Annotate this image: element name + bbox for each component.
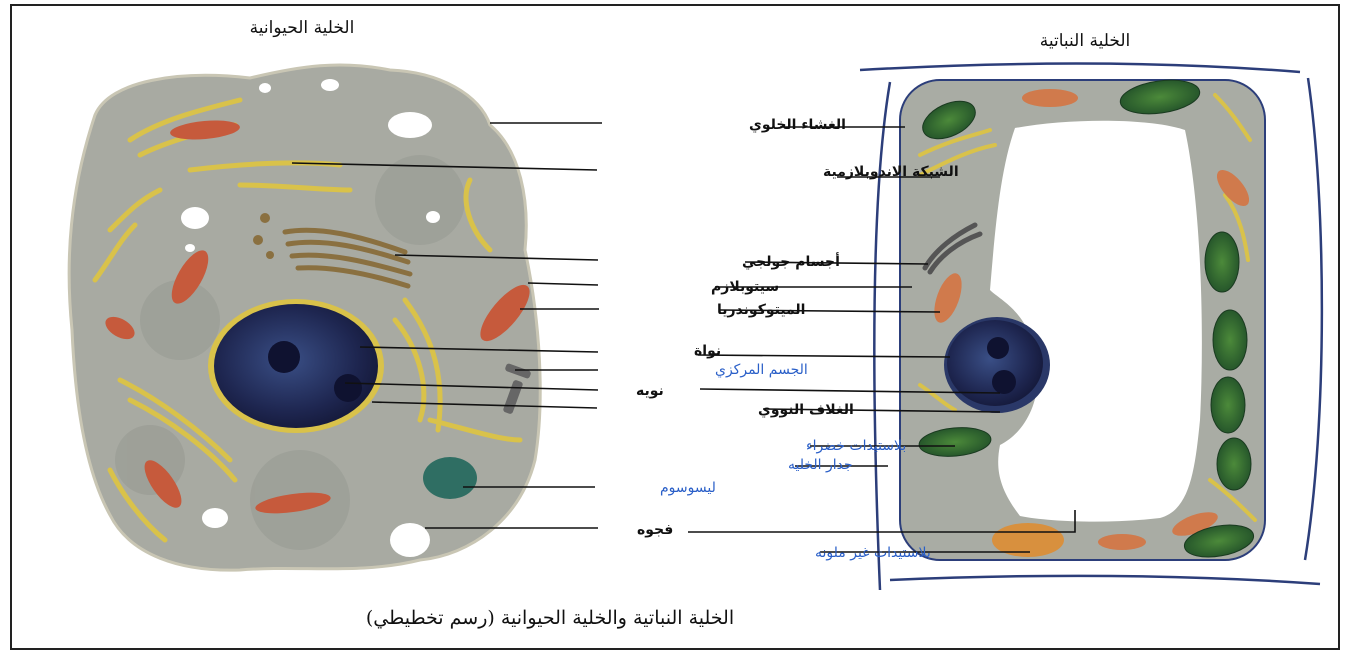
plant-nucleus — [944, 317, 1050, 413]
label-nuclear-envelope: الغلاف النووي — [758, 402, 854, 419]
lysosome-animal — [423, 457, 477, 499]
plant-cell-title: الخلية النباتية — [1040, 31, 1130, 51]
label-chloroplasts: بلاستيدات خضراء — [806, 438, 906, 454]
label-golgi-bodies: أجسام جولجي — [742, 252, 840, 270]
label-cell-wall: جدار الخليه — [788, 457, 853, 473]
label-leucoplasts: بلاستيدات غير ملونه — [815, 545, 931, 561]
plant-cell — [860, 64, 1322, 591]
label-nucleolus: نويه — [636, 383, 664, 399]
label-mitochondria: الميتوكوندريا — [717, 302, 805, 318]
label-cytoplasm: سيتوبلازم — [711, 279, 779, 295]
label-cell-membrane: الغشاء الخلوي — [749, 117, 846, 134]
animal-cell-title: الخلية الحيوانية — [250, 18, 355, 38]
label-vacuole: فجوه — [637, 522, 673, 538]
animal-nucleus — [208, 299, 384, 433]
label-centrosome: الجسم المركزي — [715, 362, 808, 378]
label-lysosome: ليسوسوم — [660, 480, 716, 496]
figure-caption: الخلية النباتية والخلية الحيوانية (رسم ت… — [366, 607, 734, 629]
label-nucleus: نواة — [694, 343, 721, 359]
label-endoplasmic-reticulum: الشبكة الاندوبلازمية — [823, 164, 959, 180]
animal-cell — [69, 65, 540, 570]
